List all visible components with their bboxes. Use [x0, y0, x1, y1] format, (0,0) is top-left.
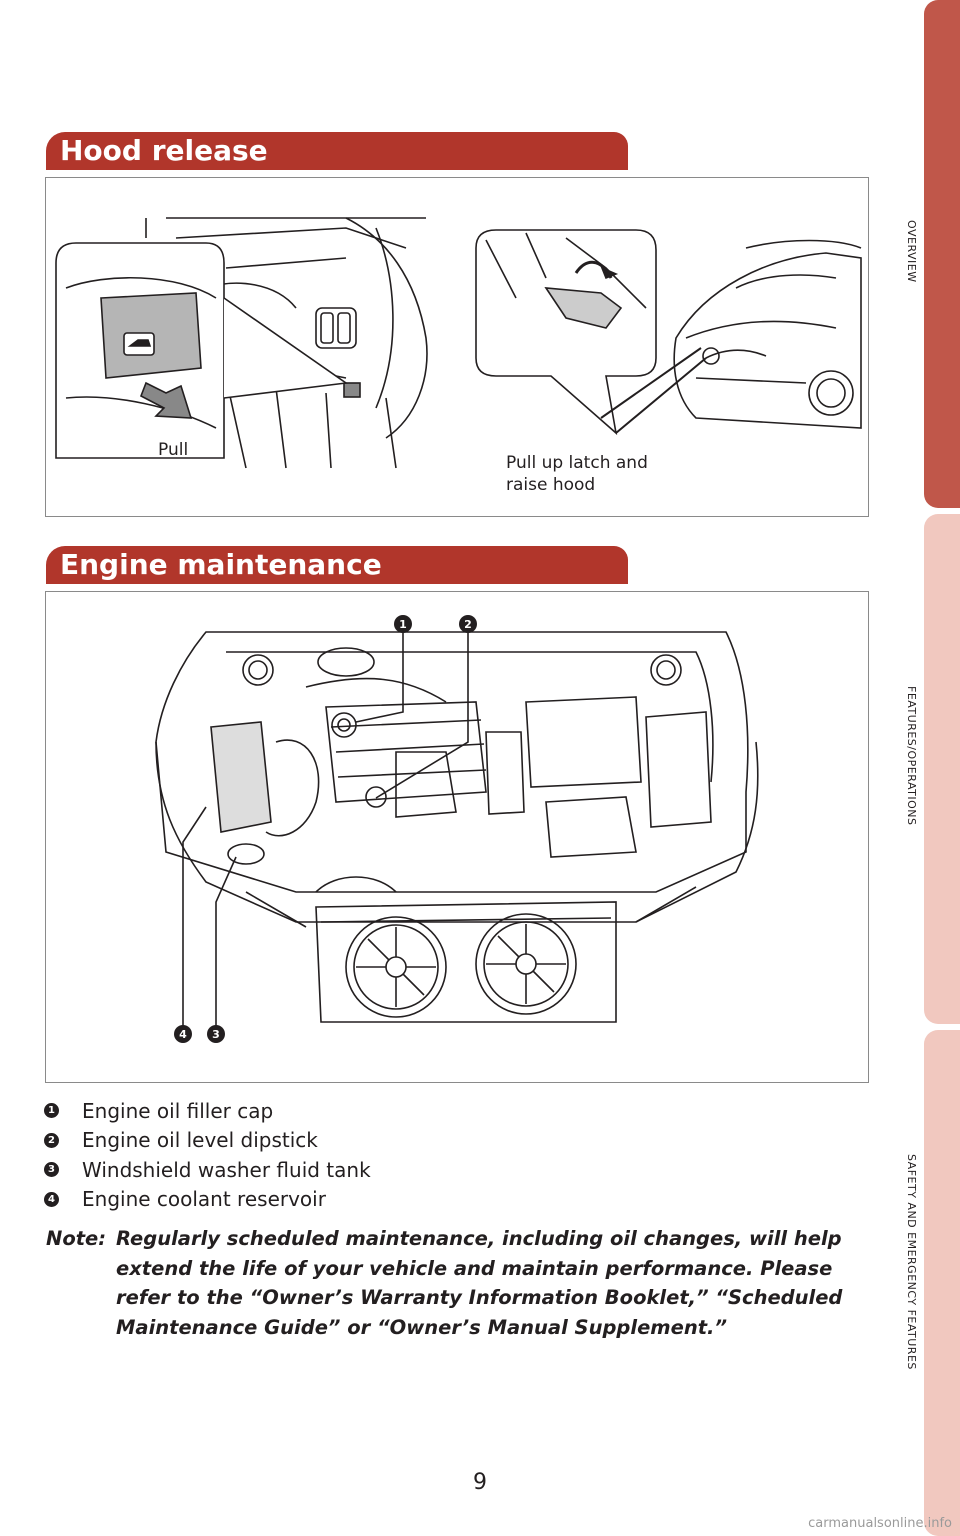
- engine-legend: 1 Engine oil filler cap 2 Engine oil lev…: [44, 1096, 371, 1214]
- note-text: Regularly scheduled maintenance, includi…: [116, 1224, 866, 1342]
- legend-number: 2: [44, 1133, 59, 1148]
- legend-number: 3: [44, 1162, 59, 1177]
- legend-item: 3 Windshield washer fluid tank: [44, 1155, 371, 1185]
- legend-item: 2 Engine oil level dipstick: [44, 1126, 371, 1156]
- engine-bay-illustration: 1 2 3 4: [46, 592, 868, 1082]
- legend-item: 1 Engine oil filler cap: [44, 1096, 371, 1126]
- engine-maintenance-banner: Engine maintenance: [46, 546, 628, 584]
- latch-caption: Pull up latch and raise hood: [506, 452, 686, 496]
- side-label-features: FEATURES/OPERATIONS: [894, 686, 918, 825]
- legend-text: Engine coolant reservoir: [82, 1187, 326, 1211]
- hood-release-illustration-frame: Pull: [45, 177, 869, 517]
- legend-text: Engine oil level dipstick: [82, 1128, 318, 1152]
- legend-number: 1: [44, 1103, 59, 1118]
- side-label-safety: SAFETY AND EMERGENCY FEATURES: [894, 1154, 918, 1370]
- callout-markers: 1 2 3 4: [174, 615, 477, 1043]
- page-number: 9: [0, 1470, 960, 1495]
- hood-release-illustration: Pull: [46, 178, 868, 516]
- callout-2-label: 2: [464, 618, 472, 631]
- legend-item: 4 Engine coolant reservoir: [44, 1185, 371, 1215]
- callout-3-label: 3: [212, 1028, 220, 1041]
- engine-illustration-frame: 1 2 3 4: [45, 591, 869, 1083]
- legend-text: Windshield washer fluid tank: [82, 1158, 371, 1182]
- note-label: Note:: [46, 1224, 116, 1254]
- callout-1-label: 1: [399, 618, 407, 631]
- side-tab-safety[interactable]: [924, 1030, 960, 1536]
- watermark: carmanualsonline.info: [808, 1516, 952, 1531]
- pull-label: Pull: [158, 440, 188, 460]
- maintenance-note: Note: Regularly scheduled maintenance, i…: [46, 1224, 866, 1342]
- side-label-overview: OVERVIEW: [894, 220, 918, 283]
- hood-release-banner: Hood release: [46, 132, 628, 170]
- side-tab-overview[interactable]: [924, 0, 960, 508]
- callout-4-label: 4: [179, 1028, 187, 1041]
- side-tab-features[interactable]: [924, 514, 960, 1024]
- legend-number: 4: [44, 1192, 59, 1207]
- legend-text: Engine oil filler cap: [82, 1099, 273, 1123]
